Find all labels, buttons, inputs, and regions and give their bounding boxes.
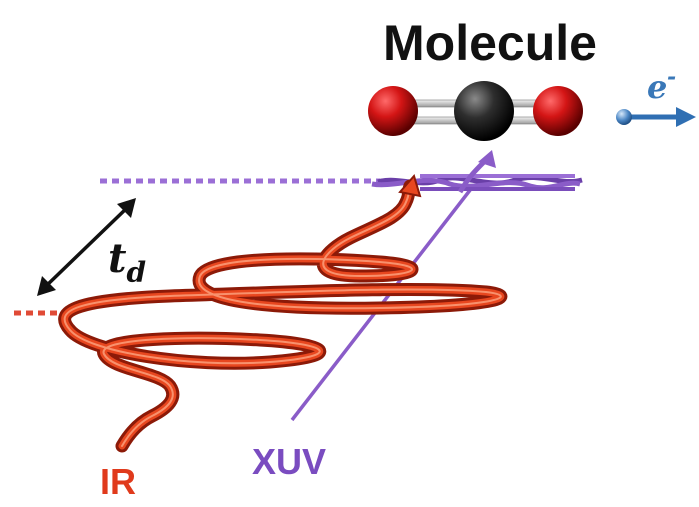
xuv-beam: XUV [252, 150, 583, 482]
oxygen-atom-left [368, 86, 418, 136]
ir-pulse: IR [58, 173, 508, 502]
ir-label: IR [100, 461, 136, 502]
delay-label: td [108, 235, 146, 289]
xuv-pulse [371, 150, 583, 194]
electron-arrow-icon: e - [616, 64, 696, 127]
oxygen-atom-right [533, 86, 583, 136]
xuv-label: XUV [252, 441, 326, 482]
delay-arrow-icon [37, 198, 136, 296]
electron-charge-label: - [667, 64, 676, 90]
electron-label: e [647, 68, 667, 106]
co2-molecule-icon [368, 81, 583, 141]
carbon-atom [454, 81, 514, 141]
molecule-title: Molecule [383, 15, 597, 71]
